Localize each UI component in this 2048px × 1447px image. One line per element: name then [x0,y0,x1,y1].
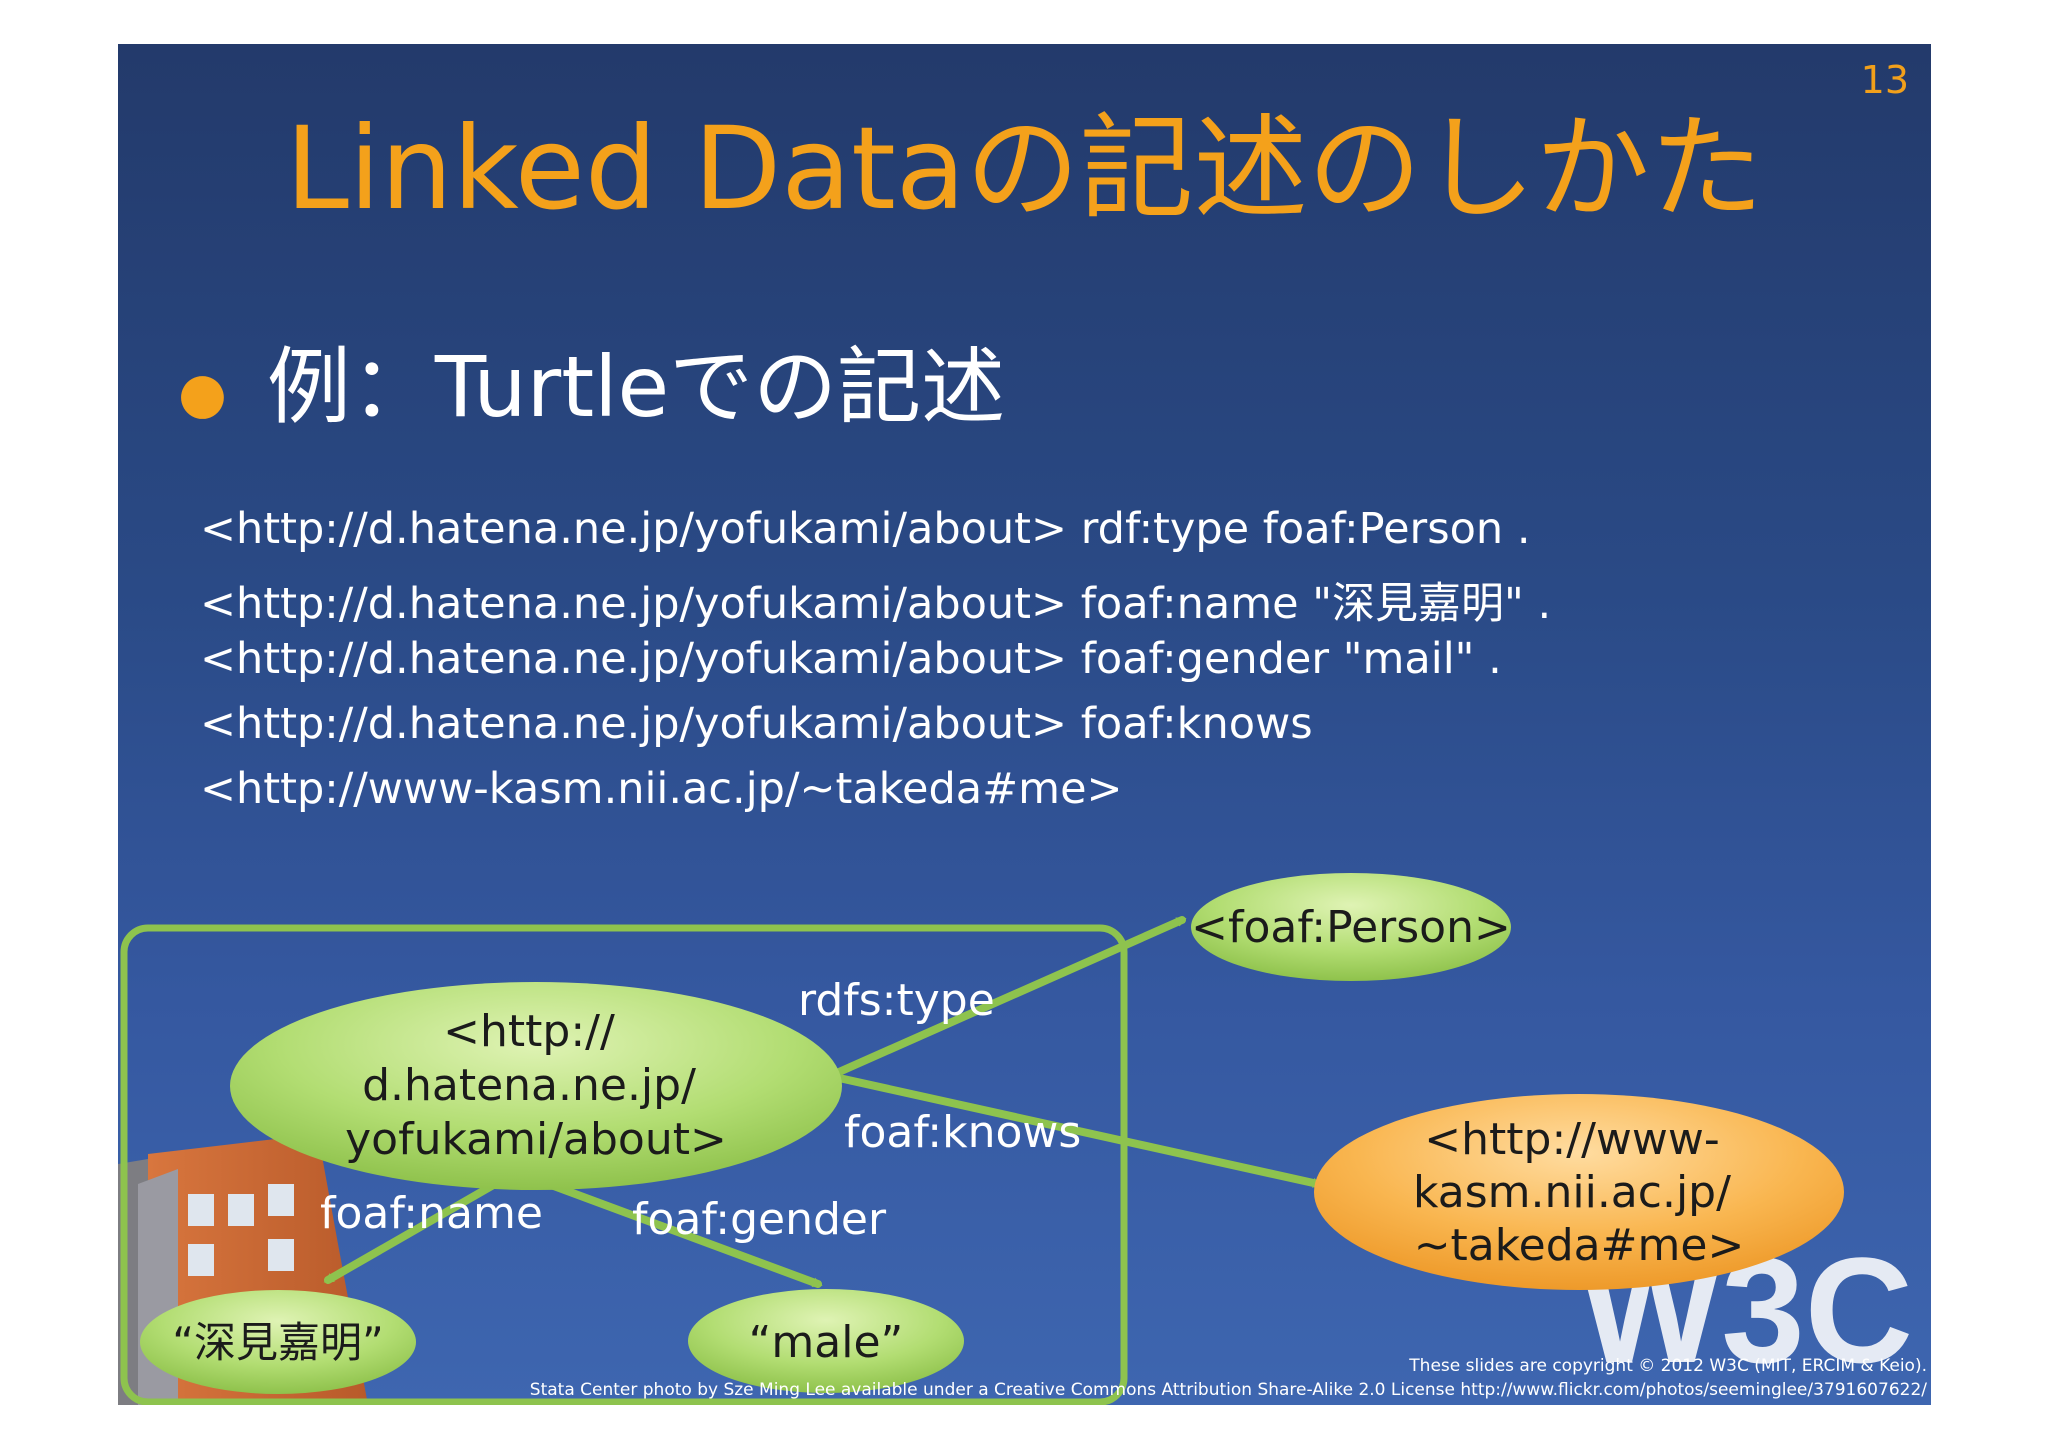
highlight-frame [120,924,1128,1405]
edge-name-arrow [323,1168,520,1284]
knows-node-label: <http://www- kasm.nii.ac.jp/ ~takeda#me> [1413,1114,1745,1271]
code-line: <http://d.hatena.ne.jp/yofukami/about> f… [200,579,1552,629]
code-line: <http://d.hatena.ne.jp/yofukami/about> r… [200,504,1531,554]
knows-line: ~takeda#me> [1414,1220,1745,1271]
bullet-dot-icon: ● [178,360,227,426]
graph-edges [323,916,1323,1288]
edge-knows-arrow [826,1072,1323,1188]
rdf-graph: W3C <http:// d.hatena.ne.jp/ yofukami/ab… [118,873,1913,1405]
copyright-notice: These slides are copyright © 2012 W3C (M… [1409,1356,1927,1376]
subject-line: <http:// [443,1006,615,1057]
gender-node [688,1289,964,1393]
person-node [1191,873,1511,981]
bullet-text: 例：Turtleでの記述 [266,338,1006,436]
slide: 13 Linked Dataの記述のしかた ● 例：Turtleでの記述 <htt… [118,44,1931,1405]
photo-credit: Stata Center photo by Sze Ming Lee avail… [529,1380,1927,1400]
knows-node [1314,1094,1844,1290]
code-line: <http://www-kasm.nii.ac.jp/~takeda#me> [200,764,1123,814]
gender-node-label: “male” [749,1317,904,1368]
edge-gender-arrow [512,1168,823,1288]
edge-label-gender: foaf:gender [632,1194,887,1245]
turtle-code: <http://d.hatena.ne.jp/yofukami/about> r… [200,504,1551,829]
subject-line: yofukami/about> [345,1114,727,1165]
edge-label-type: rdfs:type [798,975,995,1026]
knows-line: <http://www- [1424,1114,1720,1165]
edge-label-knows: foaf:knows [844,1107,1081,1158]
subject-line: d.hatena.ne.jp/ [362,1060,696,1111]
edge-type-arrow [826,916,1187,1080]
subject-node-label: <http:// d.hatena.ne.jp/ yofukami/about> [345,1006,727,1165]
subject-node [230,982,842,1190]
name-node [140,1290,416,1394]
knows-line: kasm.nii.ac.jp/ [1413,1167,1731,1218]
code-line: <http://d.hatena.ne.jp/yofukami/about> f… [200,634,1502,684]
code-line: <http://d.hatena.ne.jp/yofukami/about> f… [200,699,1313,749]
person-node-label: <foaf:Person> [1191,902,1511,953]
page-number: 13 [1860,58,1909,102]
slide-title: Linked Dataの記述のしかた [285,102,1764,235]
bullet-item: ● 例：Turtleでの記述 [178,320,1005,441]
edge-label-name: foaf:name [320,1188,543,1239]
name-node-label: “深見嘉明” [172,1318,384,1367]
